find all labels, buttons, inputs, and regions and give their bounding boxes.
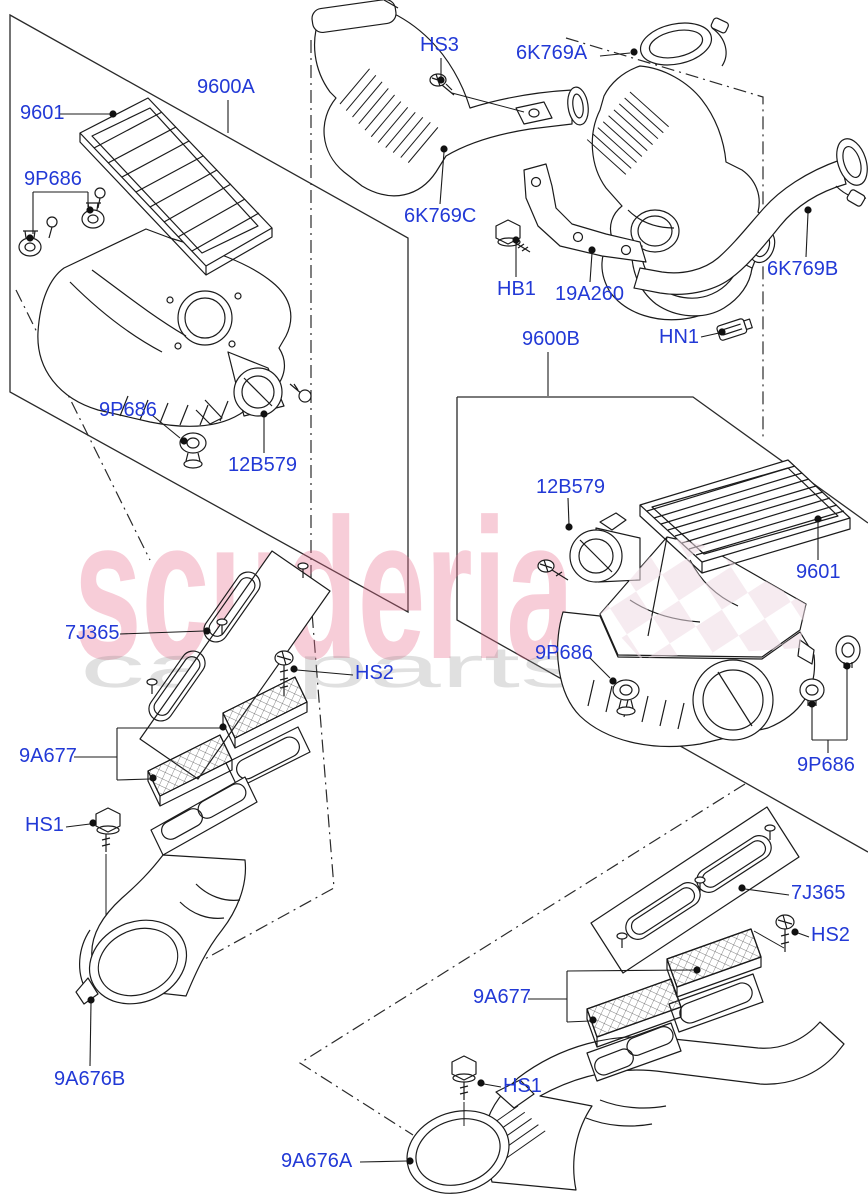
- leader-lines: [33, 53, 847, 1162]
- grommet-left-a: [19, 217, 57, 256]
- part-label-9p686-b[interactable]: 9P686: [99, 399, 157, 421]
- watermark-checker-band: [600, 537, 806, 658]
- maf-sensor-left: [228, 352, 311, 416]
- air-cleaner-assembly-left: [19, 98, 311, 468]
- part-label-hb1[interactable]: HB1: [497, 278, 536, 300]
- watermark: scuderia car parts: [74, 478, 585, 701]
- grommet-right-a: [613, 680, 639, 715]
- maf-sensor-right: [538, 513, 640, 582]
- bracket-19a260: [524, 164, 646, 262]
- section-boundaries-dashdot: [16, 38, 763, 1135]
- grommet-left-c: [180, 433, 206, 468]
- part-label-9p686-a[interactable]: 9P686: [24, 168, 82, 190]
- boundary-assembly-left: [10, 15, 408, 612]
- intake-group-left: [76, 551, 330, 1019]
- part-label-9a676a[interactable]: 9A676A: [281, 1150, 353, 1172]
- air-filter-element-left: [80, 98, 272, 275]
- hose-group: [311, 0, 868, 341]
- part-label-12b579-right[interactable]: 12B579: [536, 476, 605, 498]
- part-label-hs1-left[interactable]: HS1: [25, 814, 64, 836]
- leader-dots: [26, 48, 851, 1165]
- part-label-hs2-right[interactable]: HS2: [811, 924, 850, 946]
- boundary-intake-right: [300, 784, 745, 1135]
- watermark-sub: car parts: [80, 635, 585, 700]
- boundary-hose-group-left: [143, 40, 334, 993]
- intake-cover-7j365-right: [591, 807, 799, 973]
- intake-duct-9a676b: [76, 855, 245, 1019]
- part-label-hs2-left[interactable]: HS2: [355, 662, 394, 684]
- part-label-9a676b[interactable]: 9A676B: [54, 1068, 126, 1090]
- part-label-7j365-left[interactable]: 7J365: [65, 622, 120, 644]
- screw-hs2-right: [754, 915, 794, 952]
- part-label-7j365-right[interactable]: 7J365: [791, 882, 846, 904]
- bolt-hs1-right: [452, 1056, 476, 1126]
- part-label-9600a[interactable]: 9600A: [197, 76, 255, 98]
- intake-cover-7j365-left: [140, 551, 330, 779]
- part-label-9600b[interactable]: 9600B: [522, 328, 580, 350]
- part-label-6k769c[interactable]: 6K769C: [404, 205, 477, 227]
- intake-filters-9a677-right: [587, 929, 763, 1081]
- clip-hn1: [716, 316, 753, 341]
- intake-group-right: [396, 807, 844, 1200]
- grommet-right-c: [800, 679, 824, 706]
- part-label-19a260[interactable]: 19A260: [555, 283, 624, 305]
- intake-filters-9a677-left: [148, 677, 310, 855]
- bolt-hb1: [496, 220, 530, 252]
- part-label-9a677-right[interactable]: 9A677: [473, 986, 531, 1008]
- air-hose-6k769b: [634, 135, 868, 294]
- part-label-hn1[interactable]: HN1: [659, 326, 700, 348]
- boundary-hose-group-right: [566, 38, 763, 440]
- air-cleaner-housing-left: [38, 229, 291, 426]
- part-label-12b579-left[interactable]: 12B579: [228, 454, 297, 476]
- grommet-left-b: [82, 188, 105, 228]
- part-label-9p686-c[interactable]: 9P686: [535, 642, 593, 664]
- part-label-9p686-d[interactable]: 9P686: [797, 754, 855, 776]
- part-label-6k769b[interactable]: 6K769B: [767, 258, 839, 280]
- screw-hs2-left: [275, 651, 293, 696]
- part-label-9601-left[interactable]: 9601: [20, 102, 65, 124]
- intake-duct-9a676a: [396, 1022, 844, 1200]
- part-label-9601-right[interactable]: 9601: [796, 561, 841, 583]
- part-label-9a677-left[interactable]: 9A677: [19, 745, 77, 767]
- part-label-hs3[interactable]: HS3: [420, 34, 459, 56]
- part-label-hs1-right[interactable]: HS1: [503, 1075, 542, 1097]
- air-hose-6k769c: [311, 0, 591, 196]
- part-label-6k769a[interactable]: 6K769A: [516, 42, 588, 64]
